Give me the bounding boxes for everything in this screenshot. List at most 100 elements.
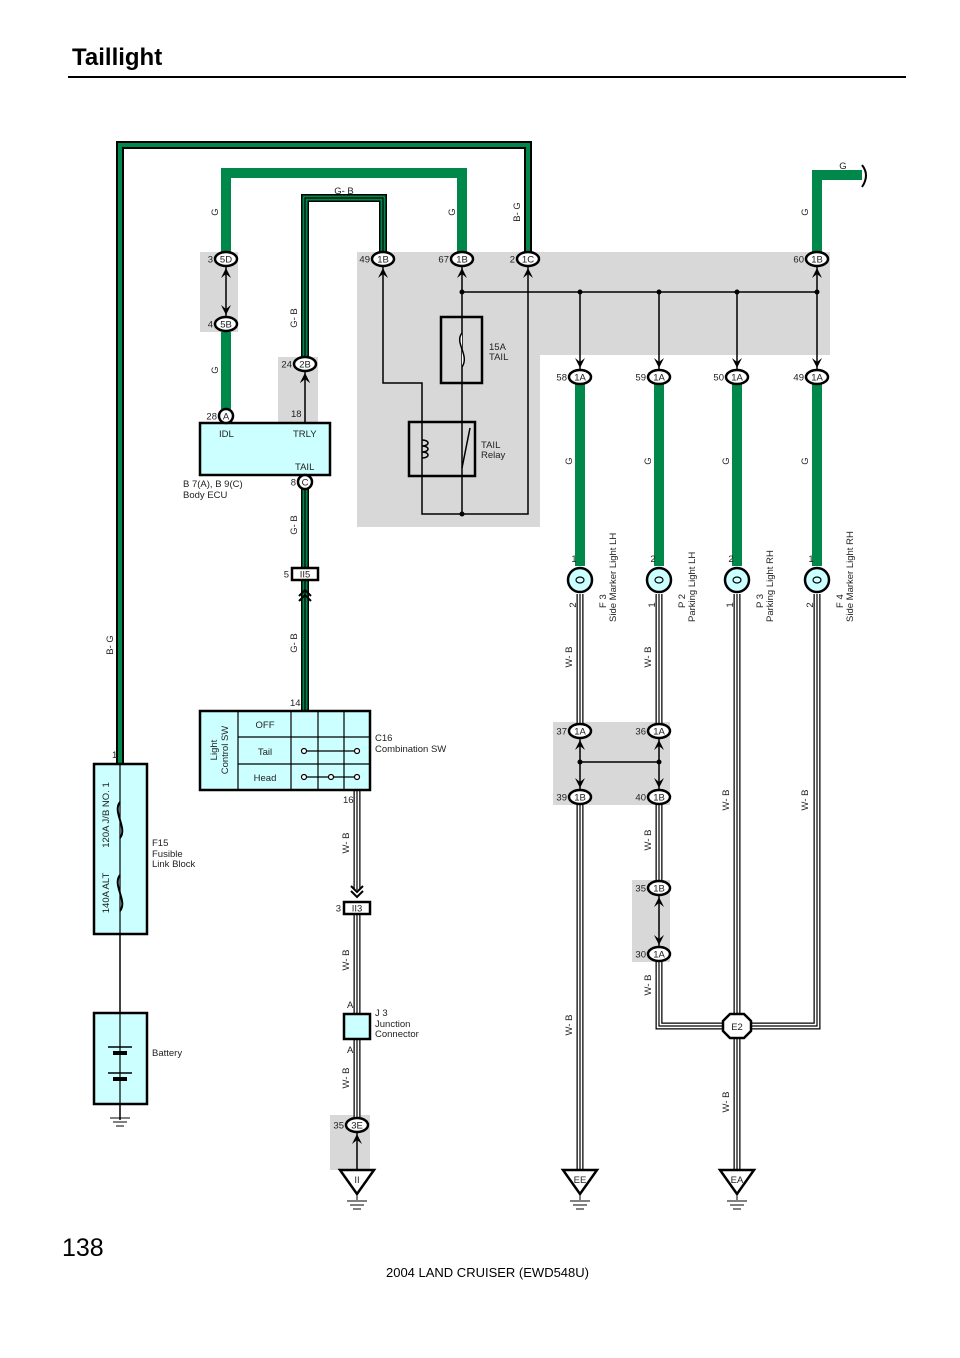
switch-position-tail: Tail [258, 747, 272, 758]
connector-arrow-icon [300, 373, 310, 383]
connector-pin: 3 [208, 255, 213, 266]
connector-icon [213, 315, 239, 333]
page-number: 138 [62, 1234, 104, 1262]
wire-color-label: W- B [564, 647, 575, 668]
connector-pin: 50 [713, 373, 724, 384]
label: J 3 [375, 1008, 388, 1019]
wire-color-label: G [564, 457, 575, 464]
wire-color-label: G [447, 208, 458, 215]
lamp-bulb-icon [566, 566, 594, 594]
body-ecu-box [198, 421, 332, 477]
connector-icon [646, 788, 672, 806]
label: 1 [112, 750, 117, 761]
connector-arrow-icon [298, 588, 312, 602]
fusible-link-icon [116, 874, 124, 912]
relay-box [407, 420, 477, 478]
connector-pin: 39 [556, 793, 567, 804]
label: Connector [375, 1029, 419, 1040]
connector-icon [804, 368, 830, 386]
label: Parking Light RH [765, 550, 776, 622]
wire-stroke [221, 168, 467, 252]
label: F 4 [835, 594, 846, 608]
connector-arrow-icon [654, 935, 664, 945]
wire-color-label: W- B [721, 790, 732, 811]
connector-arrow-icon [654, 778, 664, 788]
junction-dot [734, 289, 740, 295]
switch-contact [353, 773, 361, 781]
connector-icon [646, 879, 672, 897]
switch-contact [300, 747, 308, 755]
ground-label: EA [731, 1175, 744, 1186]
label: C16 [375, 733, 392, 744]
label: Light [209, 739, 220, 760]
connector-icon [344, 1116, 370, 1134]
connector-arrow-icon [378, 268, 388, 278]
page-title: Taillight [72, 44, 163, 71]
connector-id: 1C [522, 255, 534, 266]
wire-WB [655, 961, 725, 1030]
connector-pin: 58 [556, 373, 567, 384]
connector-id: 1B [653, 793, 665, 804]
connector-arrow-icon [732, 358, 742, 368]
junction-dot [814, 289, 820, 295]
wire-stroke [655, 961, 725, 1030]
connector-icon [449, 250, 475, 268]
junction-connector-box [342, 1012, 372, 1041]
label: 1 [571, 554, 576, 565]
wire-thin [382, 266, 529, 515]
document-footer: 2004 LAND CRUISER (EWD548U) [385, 1265, 589, 1280]
wire-WB [750, 594, 821, 1030]
label: 18 [291, 409, 302, 420]
label: 140A ALT [101, 873, 112, 914]
connector-id: 1A [574, 373, 586, 384]
connector-pin: 3 [336, 904, 341, 915]
connector-pin: 36 [635, 727, 646, 738]
wire-color-label: G- B [289, 515, 300, 535]
switch-position-off: OFF [256, 720, 275, 731]
connector-id: C [302, 478, 309, 489]
fuse-box [439, 315, 484, 385]
switch-contact [327, 773, 335, 781]
wire-color-label: W- B [341, 950, 352, 971]
connector-pin: 49 [793, 373, 804, 384]
wire-color-label: G [210, 208, 221, 215]
label: TRLY [293, 429, 317, 440]
fusible-link-icon [116, 801, 124, 839]
connector-icon [724, 368, 750, 386]
connector-pin: 35 [635, 884, 646, 895]
title-rule [68, 76, 906, 78]
label: IDL [219, 429, 234, 440]
junction-dot [577, 759, 583, 765]
wire-color-label: W- B [564, 1015, 575, 1036]
wire-GB [301, 194, 387, 357]
connector-arrow-icon [575, 740, 585, 750]
connector-id: II3 [352, 904, 363, 915]
wire-color-label: G [210, 366, 221, 373]
ground-label: II [354, 1175, 359, 1186]
label: 15A [489, 342, 507, 353]
connector-id: 1A [731, 373, 743, 384]
connector-pin: 40 [635, 793, 646, 804]
splice-point-e2 [721, 1012, 753, 1040]
label: 2 [568, 602, 579, 607]
wire-stroke [656, 961, 725, 1029]
lamp-filament-icon [654, 576, 664, 584]
connector-id: 1B [456, 255, 468, 266]
wire-BG [116, 141, 532, 763]
connector-id: 3E [351, 1121, 363, 1132]
wire-color-label: G [839, 161, 846, 172]
label: A [347, 1000, 354, 1011]
wire-stroke [658, 961, 725, 1027]
wire-break-icon [861, 164, 867, 188]
connector-icon [646, 945, 672, 963]
label: 14 [290, 698, 301, 709]
label: P 3 [755, 594, 766, 608]
connector-icon [567, 722, 593, 740]
label: 2 [728, 554, 733, 565]
connector-arrow-icon [221, 305, 231, 315]
connector-pin: 67 [438, 255, 449, 266]
connector-arrow-icon [654, 897, 664, 907]
connector-arrow-icon [654, 740, 664, 750]
switch-position-head: Head [254, 773, 277, 784]
